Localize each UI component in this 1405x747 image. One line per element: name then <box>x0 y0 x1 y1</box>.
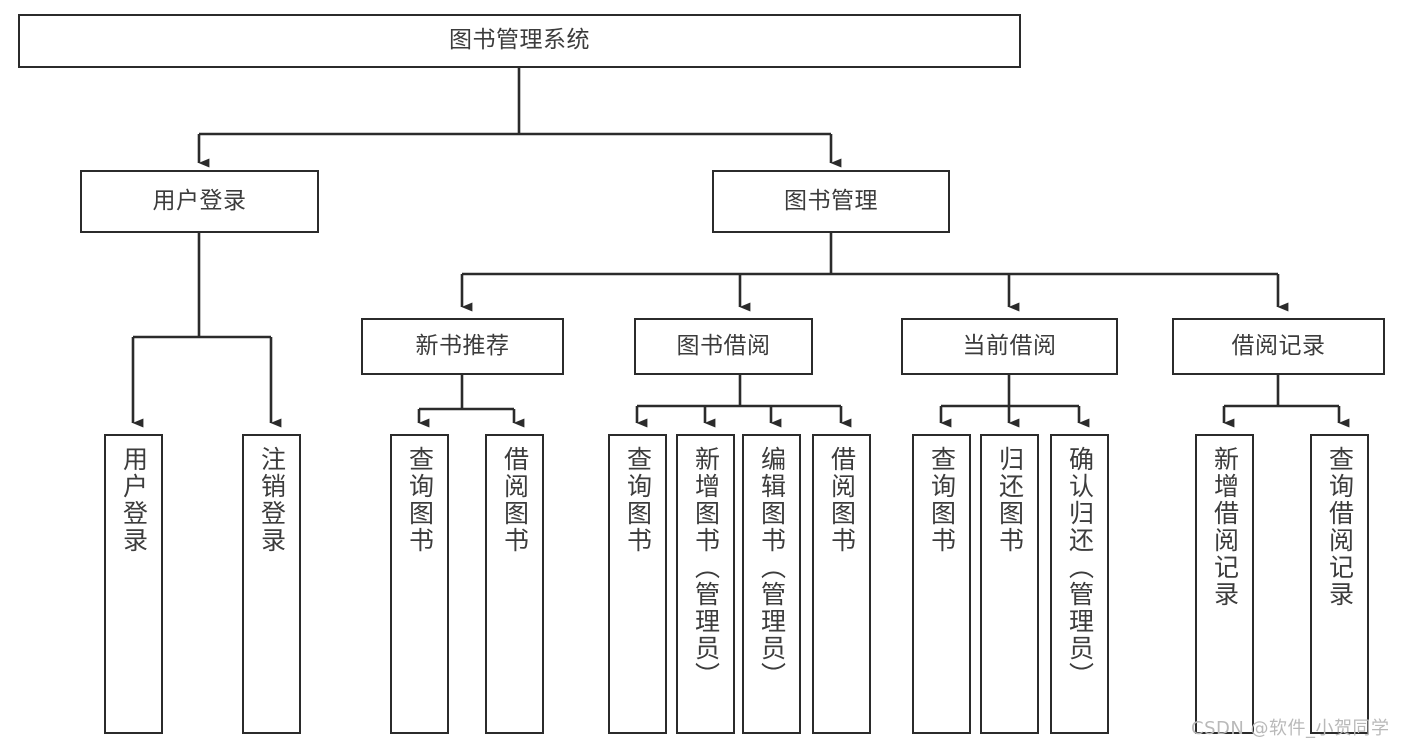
node-leaf-user-logout[interactable]: 注销登录 <box>242 434 301 734</box>
node-leaf-user-login-label: 用户登录 <box>119 446 149 554</box>
node-leaf-query-book-3-label: 查询图书 <box>927 446 957 554</box>
node-leaf-user-login[interactable]: 用户登录 <box>104 434 163 734</box>
node-leaf-query-record[interactable]: 查询借阅记录 <box>1310 434 1369 734</box>
node-leaf-return-book[interactable]: 归还图书 <box>980 434 1039 734</box>
node-current-borrow[interactable]: 当前借阅 <box>901 318 1118 375</box>
node-book-borrow-label: 图书借阅 <box>676 332 771 359</box>
node-borrow-record-label: 借阅记录 <box>1231 332 1326 359</box>
node-leaf-confirm-return[interactable]: 确认归还（管理员） <box>1050 434 1109 734</box>
node-root-system-label: 图书管理系统 <box>449 27 590 54</box>
node-leaf-borrow-book-2[interactable]: 借阅图书 <box>812 434 871 734</box>
node-leaf-edit-book[interactable]: 编辑图书（管理员） <box>742 434 801 734</box>
node-leaf-confirm-return-label: 确认归还（管理员） <box>1065 446 1095 689</box>
node-leaf-edit-book-label: 编辑图书（管理员） <box>757 446 787 689</box>
node-leaf-return-book-label: 归还图书 <box>995 446 1025 554</box>
node-leaf-query-book-1[interactable]: 查询图书 <box>390 434 449 734</box>
node-leaf-add-book[interactable]: 新增图书（管理员） <box>676 434 735 734</box>
node-leaf-query-book-1-label: 查询图书 <box>405 446 435 554</box>
node-leaf-query-record-label: 查询借阅记录 <box>1325 446 1355 608</box>
node-leaf-borrow-book-1-label: 借阅图书 <box>500 446 530 554</box>
node-user-login-label: 用户登录 <box>152 187 247 214</box>
node-leaf-user-logout-label: 注销登录 <box>257 446 287 554</box>
node-leaf-add-book-label: 新增图书（管理员） <box>691 446 721 689</box>
node-user-login[interactable]: 用户登录 <box>80 170 319 233</box>
node-leaf-borrow-book-1[interactable]: 借阅图书 <box>485 434 544 734</box>
node-book-manage[interactable]: 图书管理 <box>712 170 950 233</box>
node-leaf-add-record-label: 新增借阅记录 <box>1210 446 1240 608</box>
node-book-manage-label: 图书管理 <box>784 187 878 214</box>
node-new-book-recommend[interactable]: 新书推荐 <box>361 318 564 375</box>
node-leaf-query-book-2[interactable]: 查询图书 <box>608 434 667 734</box>
node-root-system[interactable]: 图书管理系统 <box>18 14 1021 68</box>
csdn-watermark: CSDN @软件_小贺同学 <box>1191 718 1390 739</box>
node-leaf-query-book-3[interactable]: 查询图书 <box>912 434 971 734</box>
node-book-borrow[interactable]: 图书借阅 <box>634 318 813 375</box>
node-leaf-query-book-2-label: 查询图书 <box>623 446 653 554</box>
node-current-borrow-label: 当前借阅 <box>962 332 1057 359</box>
node-borrow-record[interactable]: 借阅记录 <box>1172 318 1385 375</box>
node-leaf-borrow-book-2-label: 借阅图书 <box>827 446 857 554</box>
node-new-book-recommend-label: 新书推荐 <box>415 332 510 359</box>
node-leaf-add-record[interactable]: 新增借阅记录 <box>1195 434 1254 734</box>
